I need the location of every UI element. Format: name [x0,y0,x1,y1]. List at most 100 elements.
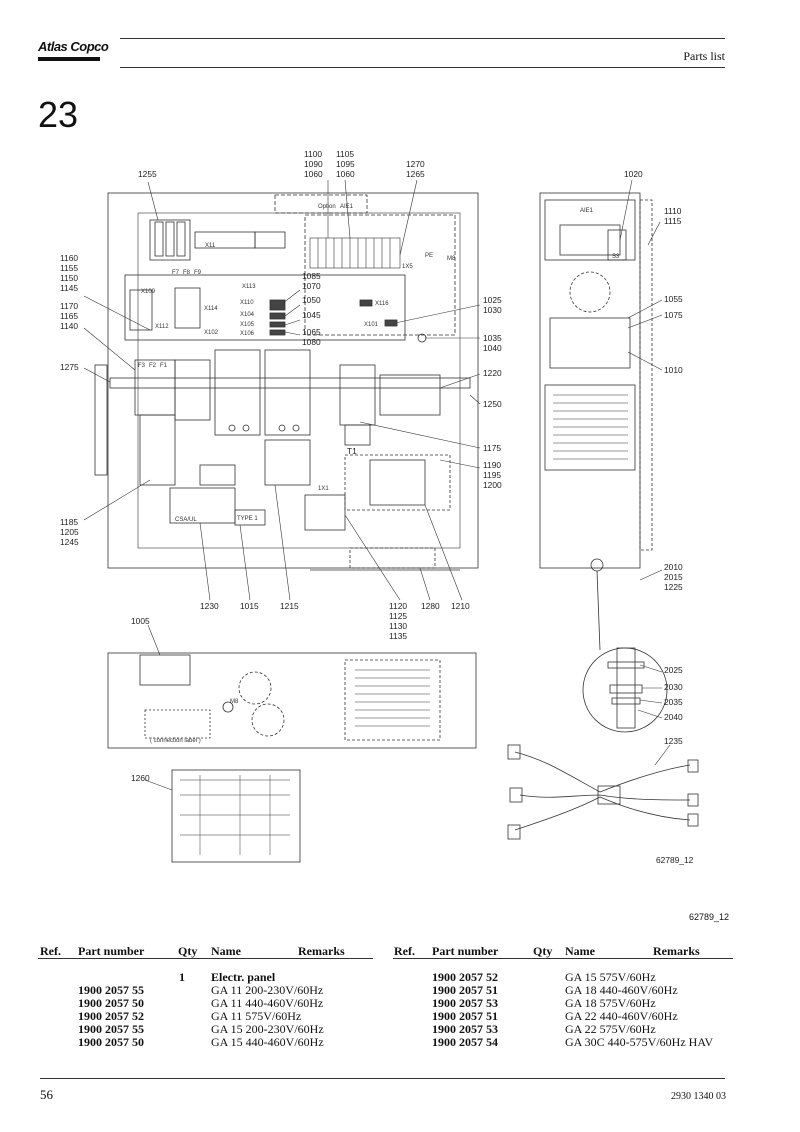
label-1160: 1160 [60,253,78,263]
tag-x116: X116 [375,301,389,307]
atlas-copco-logo: Atlas Copco [38,40,109,66]
exploded-view-svg: 1100 1090 1060 1105 1095 1060 1270 1265 … [60,149,699,865]
tag-f9: F9 [194,270,202,276]
tag-t1: T1 [347,446,357,456]
tag-f7: F7 [172,270,180,276]
part-name: GA 18 440-460V/60Hz [565,983,678,997]
col-part-header: Part number [78,944,145,958]
col-name-header: Name [211,944,241,958]
drawing-reference: 62789_12 [688,912,729,922]
tag-x102: X102 [204,330,219,336]
label-1210: 1210 [451,601,470,611]
tag-1x1: 1X1 [318,486,329,492]
footer-rule [40,1078,725,1079]
part-name: GA 11 440-460V/60Hz [211,996,324,1010]
qty: 1 [179,970,185,984]
table-right-header-rule [393,958,733,959]
label-1010: 1010 [664,365,683,375]
tag-csa-ul: CSA/UL [175,517,197,523]
part-name: GA 15 575V/60Hz [565,970,656,984]
table-left-header-rule [38,958,373,959]
label-1090: 1090 [304,159,323,169]
part-number: 1900 2057 55 [78,1022,144,1036]
label-1020: 1020 [624,169,643,179]
tag-type1: TYPE 1 [237,516,258,522]
tag-pe: PE [425,253,433,259]
part-name: GA 22 575V/60Hz [565,1022,656,1036]
label-1155: 1155 [60,263,78,273]
label-1110: 1110 [664,206,682,216]
label-1075: 1075 [664,310,683,320]
label-1070: 1070 [302,281,321,291]
label-1125: 1125 [389,611,407,621]
tag-connection-label: ( connection label ) [150,738,201,744]
header-title: Parts list [683,49,725,63]
label-1060: 1060 [336,169,355,179]
tag-s3: S3 [612,254,620,260]
part-number: 1900 2057 54 [432,1035,498,1049]
label-1130: 1130 [389,621,407,631]
section-number: 23 [38,94,79,135]
label-1215: 1215 [280,601,299,611]
label-1220: 1220 [483,368,502,378]
tag-x11: X11 [205,243,216,249]
col-ref-header: Ref. [40,944,61,958]
label-1270: 1270 [406,159,425,169]
bottom-view-outline [107,652,477,749]
tag-f3: F3 [138,363,146,369]
inner-drawing-ref: 62789_12 [656,855,694,865]
document-number: 2930 1340 03 [671,1091,726,1102]
label-1225: 1225 [664,582,683,592]
label-1050: 1050 [302,295,321,305]
tag-x104: X104 [240,312,255,318]
wiring-diagram-label [171,769,301,863]
label-1030: 1030 [483,305,502,315]
label-2015: 2015 [664,572,683,582]
label-1140: 1140 [60,321,78,331]
part-number: 1900 2057 53 [432,1022,498,1036]
part-name: Electr. panel [211,970,276,984]
parts-drawing: 1100 1090 1060 1105 1095 1060 1270 1265 … [40,140,760,930]
label-1080: 1080 [302,337,321,347]
label-1150: 1150 [60,273,78,283]
tag-option: Option [318,204,336,210]
part-number: 1900 2057 51 [432,983,498,997]
label-1145: 1145 [60,283,78,293]
part-name: GA 18 575V/60Hz [565,996,656,1010]
label-1025: 1025 [483,295,502,305]
label-1230: 1230 [200,601,219,611]
label-1175: 1175 [483,443,501,453]
label-1015: 1015 [240,601,259,611]
label-1065: 1065 [302,327,321,337]
label-1200: 1200 [483,480,502,490]
label-1170: 1170 [60,301,78,311]
tag-x110: X110 [240,300,254,306]
label-1105: 1105 [336,149,354,159]
tag-x114: X114 [204,306,218,312]
label-1115: 1115 [664,216,682,226]
tag-1x5: 1X5 [402,264,413,270]
label-1250: 1250 [483,399,502,409]
tag-aie1: AIE1 [340,204,354,210]
part-name: GA 11 575V/60Hz [211,1009,302,1023]
label-1255: 1255 [138,169,157,179]
col-name-header-right: Name [565,944,595,958]
label-1275: 1275 [60,362,79,372]
label-1055: 1055 [664,294,683,304]
col-ref-header-right: Ref. [394,944,415,958]
col-remarks-header-right: Remarks [653,944,700,958]
page-number: 56 [40,1087,53,1102]
label-1260: 1260 [131,773,150,783]
part-name: GA 11 200-230V/60Hz [211,983,324,997]
tag-x109: X109 [141,289,156,295]
label-1040: 1040 [483,343,502,353]
col-part-header-right: Part number [432,944,499,958]
part-name: GA 22 440-460V/60Hz [565,1009,678,1023]
label-1245: 1245 [60,537,79,547]
cable-harness [514,751,691,793]
tag-m8-bottom: M8 [230,699,239,705]
label-1195: 1195 [483,470,501,480]
label-1135: 1135 [389,631,407,641]
header-top-rule [120,38,725,39]
label-1085: 1085 [302,271,321,281]
